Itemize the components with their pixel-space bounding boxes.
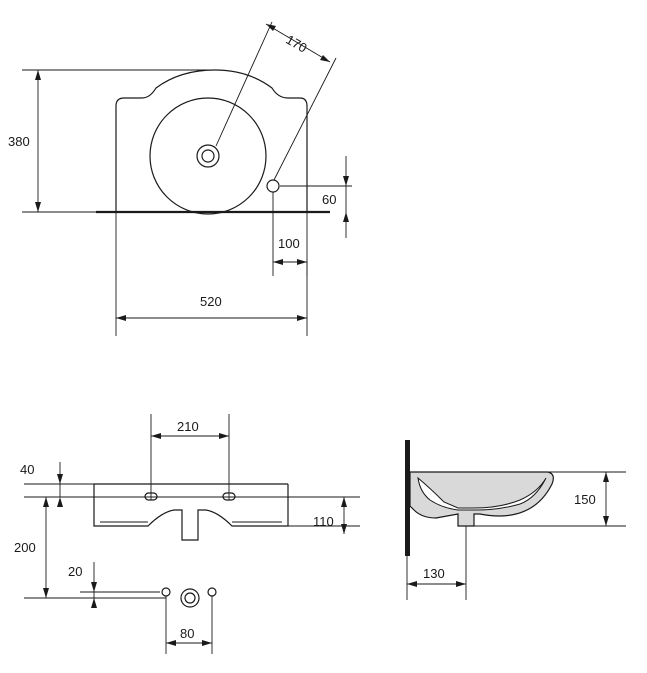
bowl-circle xyxy=(149,97,267,215)
dim-label-380: 380 xyxy=(8,134,30,149)
ext-line-170-b xyxy=(273,57,337,181)
top-view: 380 170 60 100 520 xyxy=(8,21,352,336)
dim-label-130: 130 xyxy=(423,566,445,581)
dim-label-200: 200 xyxy=(14,540,36,555)
wall-side xyxy=(405,440,410,556)
drain-pipe-inner xyxy=(184,592,196,604)
basin-section xyxy=(409,471,554,527)
pipe-right xyxy=(207,587,217,597)
dim-label-110: 110 xyxy=(313,514,334,529)
front-view: 210 40 200 110 20 xyxy=(14,414,360,654)
dim-label-20: 20 xyxy=(68,564,82,579)
dim-line-170 xyxy=(265,23,331,63)
pipe-left xyxy=(161,587,171,597)
drain-pipe-outer xyxy=(180,588,200,608)
dim-label-150: 150 xyxy=(574,492,596,507)
drain-inner xyxy=(201,149,215,163)
dim-label-80: 80 xyxy=(180,626,194,641)
drain-outer xyxy=(196,144,220,168)
tap-hole xyxy=(266,179,280,193)
dim-label-520: 520 xyxy=(200,294,222,309)
dim-label-170: 170 xyxy=(283,32,309,56)
dim-label-100: 100 xyxy=(278,236,300,251)
basin-outline-top xyxy=(115,69,308,212)
basin-outline-front xyxy=(93,484,289,541)
dim-label-210: 210 xyxy=(177,419,199,434)
basin-inner-cavity xyxy=(417,476,547,511)
ext-line-170-a xyxy=(215,21,273,147)
dim-label-40: 40 xyxy=(20,462,34,477)
side-view: 150 130 xyxy=(405,440,626,600)
dim-label-60: 60 xyxy=(322,192,336,207)
